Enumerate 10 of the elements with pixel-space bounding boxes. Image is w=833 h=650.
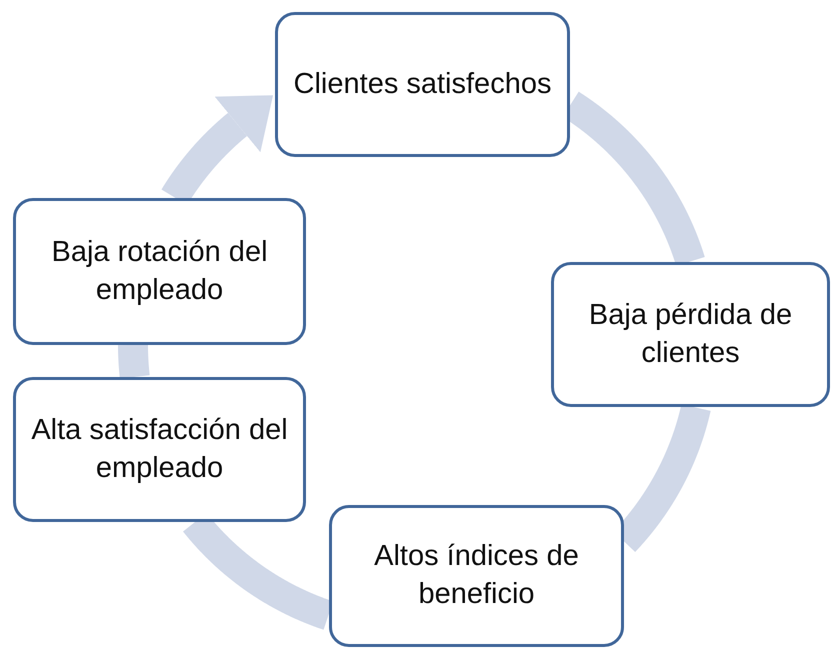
process-box: [329, 505, 624, 647]
process-box: [13, 198, 306, 345]
box-text: Baja pérdida de clientes: [588, 298, 794, 370]
box-text: Baja rotación del empleado: [50, 234, 269, 308]
box-text: Alta satisfacción del empleado: [30, 412, 289, 486]
process-box: [275, 12, 570, 157]
box-text: Clientes satisfechos: [294, 66, 552, 102]
process-box: [13, 377, 306, 522]
process-box: [551, 262, 830, 407]
box-text: Altos índices de beneficio: [373, 539, 580, 612]
